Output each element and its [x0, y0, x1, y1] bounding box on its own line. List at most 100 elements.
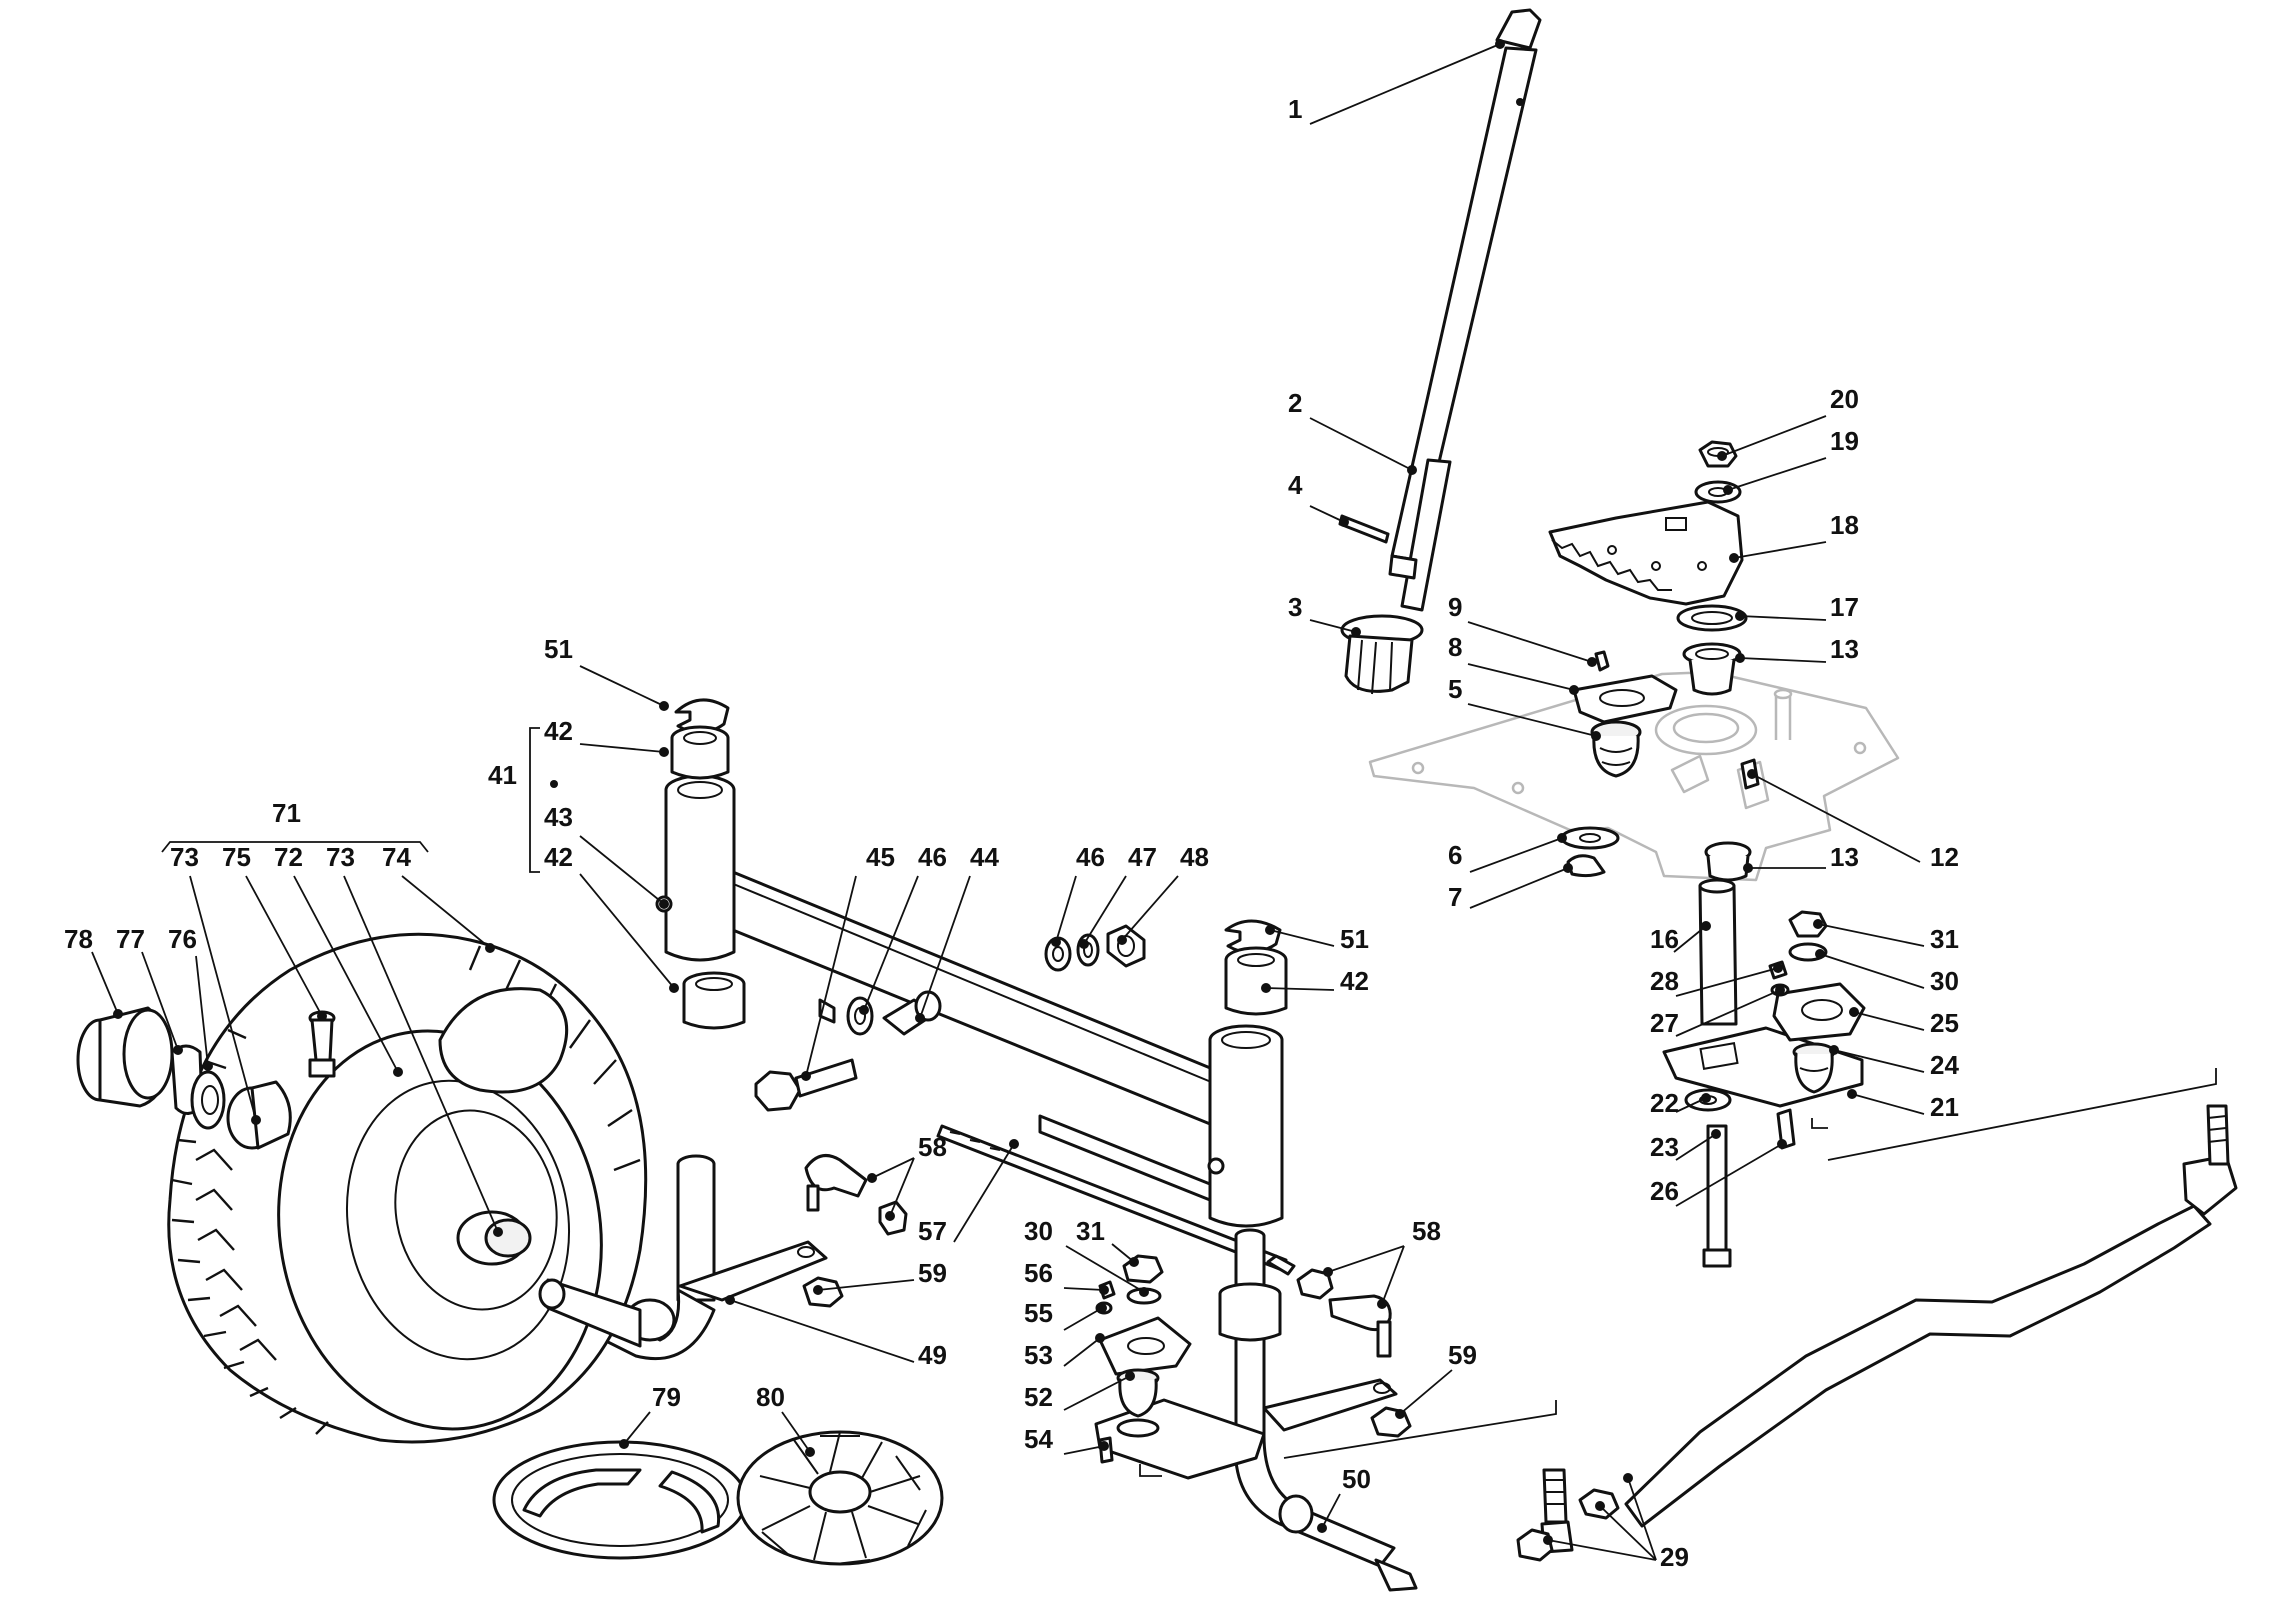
leader-dot-e58a [885, 1211, 895, 1221]
leader-line [1819, 953, 1925, 989]
hub-cap-part-80 [736, 1430, 944, 1566]
callout-label: 30 [1930, 966, 1959, 996]
leader-dot [1743, 863, 1753, 873]
callout-label: 54 [1024, 1424, 1053, 1454]
leader-line [863, 875, 919, 1011]
callout-label: 25 [1930, 1008, 1959, 1038]
callout-c46b: 46 [1051, 842, 1105, 947]
callout-c43: 43 [544, 802, 669, 909]
ball-joint-part-52 [1116, 1368, 1160, 1438]
callout-c30a: 30 [1815, 949, 1959, 996]
callout-label: 29 [1660, 1542, 1689, 1572]
callout-label: 43 [544, 802, 573, 832]
leader-dot [915, 1013, 925, 1023]
leader-line [1309, 43, 1501, 125]
callout-label: 46 [1076, 842, 1105, 872]
callout-c18: 18 [1729, 510, 1859, 563]
callout-label: 31 [1930, 924, 1959, 954]
leader-dot [1095, 1333, 1105, 1343]
callout-c78: 78 [64, 924, 123, 1019]
bushing-part-13-upper [1682, 642, 1742, 696]
leader-line-e29a [1599, 1505, 1657, 1561]
callout-c51a: 51 [544, 634, 669, 711]
kingpin-frame-lines [1139, 1400, 1557, 1477]
callout-label: 42 [544, 842, 573, 872]
leader-dot [1701, 1093, 1711, 1103]
washer-part-47 [1076, 933, 1100, 967]
bushing-part-13-lower [1704, 841, 1752, 882]
leader-dot [1557, 833, 1567, 843]
callout-c2: 2 [1288, 388, 1417, 475]
callout-label: 28 [1650, 966, 1679, 996]
leader-line [953, 1143, 1015, 1243]
leader-line-e58a [889, 1157, 915, 1217]
pivot-bolt-part-45 [754, 1058, 858, 1112]
callout-c16: 16 [1650, 921, 1711, 954]
bushing-part-42-lower-left [682, 971, 746, 1030]
leader-line [141, 951, 179, 1051]
leader-line [1675, 989, 1781, 1037]
leader-dot [813, 1285, 823, 1295]
leader-line [817, 1279, 915, 1291]
axle-stub-part-49-shaft [538, 1278, 642, 1348]
callout-label: 75 [222, 842, 251, 872]
leader-line [195, 955, 209, 1067]
callout-label: 51 [1340, 924, 1369, 954]
leader-dot [1735, 611, 1745, 621]
leader-line [1063, 1287, 1105, 1291]
leader-line [1269, 929, 1335, 947]
leader-line [1065, 1245, 1145, 1293]
leader-line [1309, 505, 1345, 523]
callout-c44: 44 [915, 842, 999, 1023]
tie-rod-part-29 [1624, 1104, 2238, 1528]
callout-label: 78 [64, 924, 93, 954]
leader-dot [203, 1061, 213, 1071]
steering-shaft-lower-part-2 [1388, 458, 1452, 612]
leader-dot [1773, 963, 1783, 973]
leader-dot [1129, 1257, 1139, 1267]
leader-line [1833, 1049, 1925, 1073]
leader-dot [1051, 937, 1061, 947]
leader-line [1321, 1493, 1341, 1529]
leader-dot [173, 1045, 183, 1055]
leader-dot [801, 1071, 811, 1081]
leader-line [729, 1299, 915, 1363]
callout-label: 7 [1448, 882, 1462, 912]
callout-c73a: 73 [170, 842, 261, 1125]
leader-line [579, 665, 665, 707]
callout-label: 21 [1930, 1092, 1959, 1122]
callout-c23: 23 [1650, 1129, 1721, 1162]
callout-label: 18 [1830, 510, 1859, 540]
leader-dot [1009, 1139, 1019, 1149]
washer-part-19 [1694, 480, 1742, 504]
leader-dot [1117, 935, 1127, 945]
callout-c1: 1 [1288, 39, 1505, 125]
leader-line [1675, 1133, 1717, 1161]
callout-label: 1 [1288, 94, 1302, 124]
leader-dot [1079, 939, 1089, 949]
callout-label: 12 [1930, 842, 1959, 872]
callout-label: 4 [1288, 470, 1303, 500]
leader-line [401, 875, 491, 949]
hub-cap-part-78 [76, 1006, 174, 1108]
tie-rod-frame-lines [1811, 1068, 2217, 1161]
bracket-group-71 [161, 841, 429, 853]
nut-part-48 [1106, 924, 1146, 968]
callout-c29: 29 [1623, 1473, 1689, 1572]
leader-line [623, 1411, 651, 1445]
leader-dot [317, 1011, 327, 1021]
leader-line [1055, 875, 1077, 943]
leader-line [1675, 1143, 1783, 1207]
bracket-group-41 [529, 727, 558, 873]
leader-dot [1097, 1303, 1107, 1313]
callout-c21: 21 [1847, 1089, 1959, 1122]
leader-dot [1813, 919, 1823, 929]
callout-c45: 45 [801, 842, 895, 1081]
leader-dot [1323, 1267, 1333, 1277]
leader-dot [1563, 863, 1573, 873]
leader-line [1727, 457, 1827, 491]
callout-label: 53 [1024, 1340, 1053, 1370]
callout-label: 77 [116, 924, 145, 954]
callout-c26: 26 [1650, 1139, 1787, 1207]
